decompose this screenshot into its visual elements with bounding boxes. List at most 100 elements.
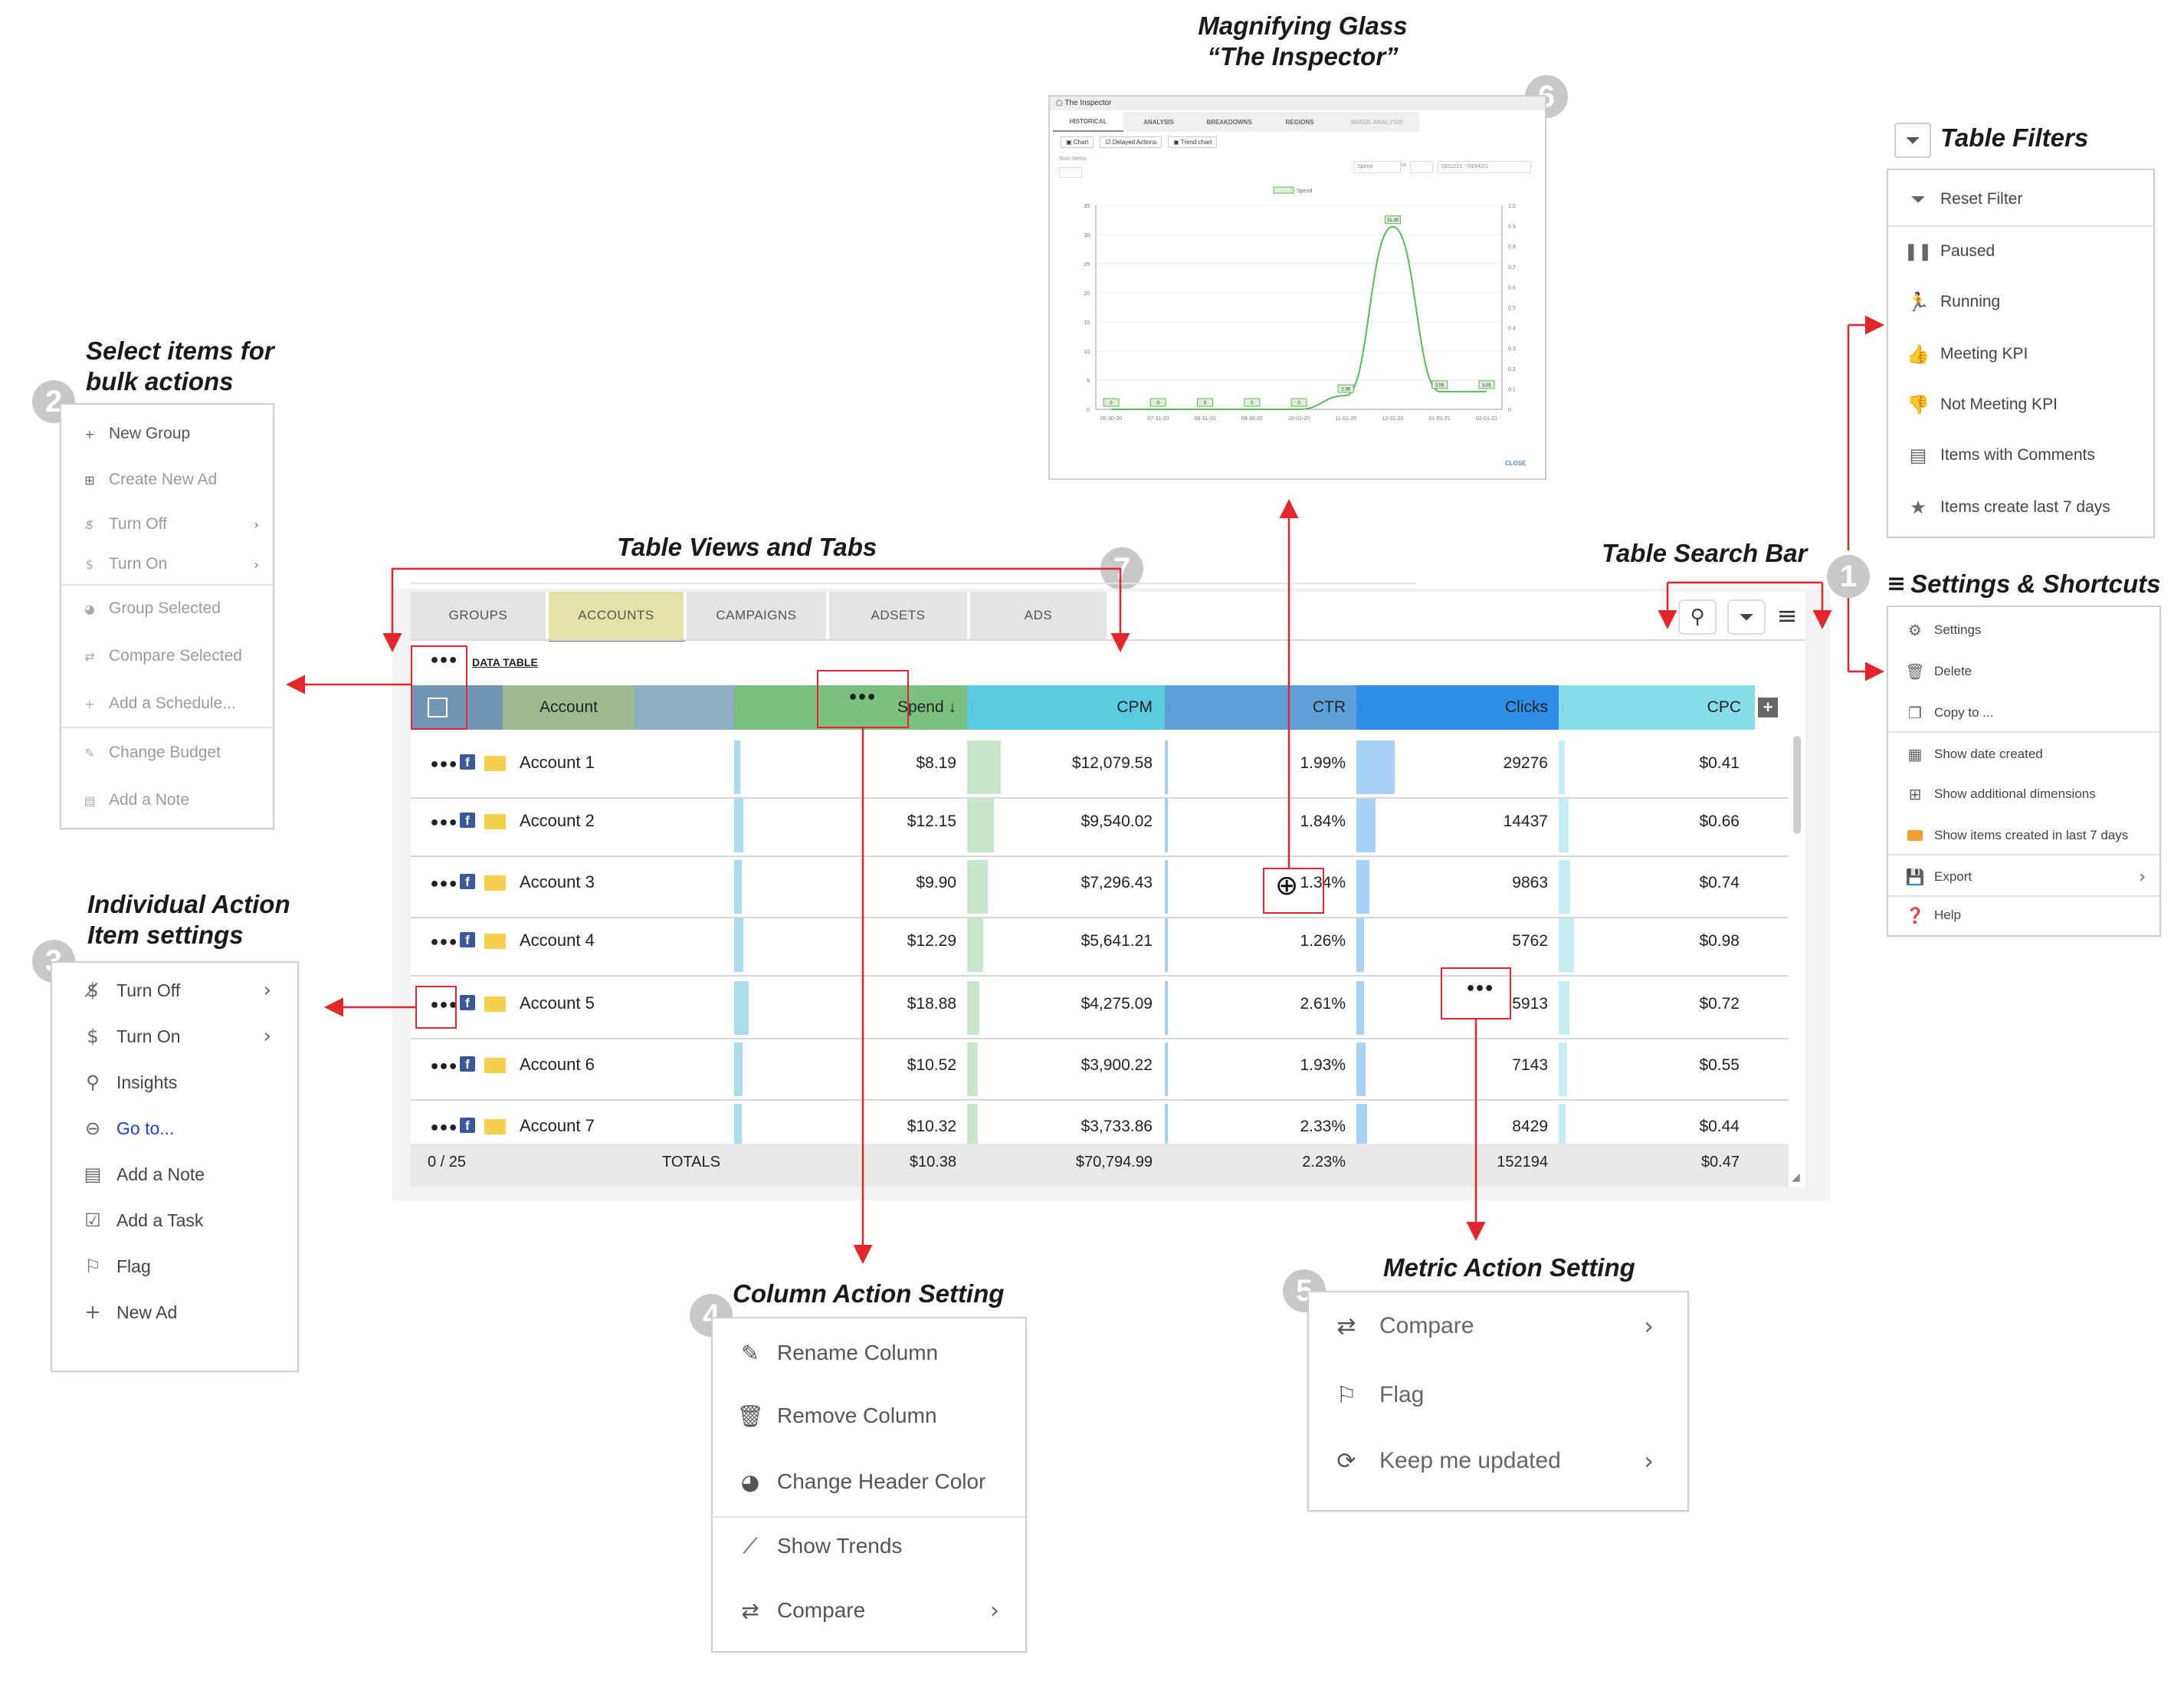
column-change-header-color[interactable]: ◕ Change Header Color: [713, 1464, 1025, 1499]
cell-spend[interactable]: $10.32: [907, 1118, 956, 1135]
cell-spend[interactable]: $8.19: [916, 754, 956, 772]
cell-cpc[interactable]: $0.74: [1699, 874, 1740, 891]
header-clicks[interactable]: Clicks: [1356, 685, 1559, 730]
inspector-tab-breakdowns[interactable]: BREAKDOWNS: [1194, 112, 1264, 132]
inspector-tab-analysis[interactable]: ANALYSIS: [1123, 112, 1194, 132]
inspector-tab-regions[interactable]: REGIONS: [1264, 112, 1335, 132]
account-name[interactable]: Account 5: [520, 993, 595, 1013]
cell-clicks[interactable]: 14437: [1503, 813, 1548, 830]
column-resize-handle[interactable]: ⁞: [1562, 702, 1565, 714]
inspector-tab-historical[interactable]: HISTORICAL: [1053, 112, 1123, 132]
tab-adsets[interactable]: ADSETS: [829, 592, 969, 639]
metric-flag[interactable]: ⚐ Flag: [1309, 1377, 1687, 1413]
cell-clicks[interactable]: 8429: [1512, 1118, 1548, 1135]
cell-ctr[interactable]: 1.93%: [1300, 1056, 1346, 1074]
column-resize-handle[interactable]: ⁞: [970, 702, 973, 714]
header-account[interactable]: Account: [503, 685, 635, 730]
column-show-trends[interactable]: ⟋ Show Trends: [713, 1528, 1025, 1564]
cell-spend[interactable]: $18.88: [907, 995, 956, 1013]
column-resize-handle[interactable]: ⁞: [1359, 702, 1363, 714]
row-action-dots[interactable]: •••: [429, 756, 458, 775]
tab-ads[interactable]: ADS: [970, 592, 1108, 639]
item-insights[interactable]: ⚲ Insights: [52, 1065, 297, 1099]
bulk-compare-selected[interactable]: ⇄ Compare Selected: [61, 641, 273, 671]
cell-cpm[interactable]: $3,900.22: [1081, 1056, 1153, 1074]
cell-cpc[interactable]: $0.98: [1699, 932, 1740, 950]
metric-action-dots[interactable]: •••: [1465, 980, 1494, 999]
filter-created-last-7[interactable]: ★ Items create last 7 days: [1888, 492, 2153, 523]
cell-clicks[interactable]: 9863: [1512, 874, 1548, 891]
inspector-subtab-chart[interactable]: ▣ Chart: [1061, 136, 1094, 148]
filter-not-meeting-kpi[interactable]: 👎 Not Meeting KPI: [1888, 389, 2153, 420]
cell-clicks[interactable]: 5762: [1512, 932, 1548, 950]
cell-ctr[interactable]: 1.84%: [1300, 813, 1346, 830]
item-turn-off[interactable]: $̸ Turn Off ›: [52, 973, 297, 1007]
settings-show-date-created[interactable]: ▦ Show date created: [1888, 740, 2159, 768]
filter-running[interactable]: 🏃 Running: [1888, 287, 2153, 317]
cell-cpm[interactable]: $3,733.86: [1081, 1118, 1153, 1135]
row-action-dots[interactable]: •••: [429, 1119, 458, 1138]
settings-menu-button[interactable]: ≡: [1772, 599, 1802, 632]
filter-with-comments[interactable]: ▤ Items with Comments: [1888, 440, 2153, 471]
cell-clicks[interactable]: 7143: [1512, 1056, 1548, 1074]
settings-copy-to[interactable]: ❐ Copy to ...: [1888, 699, 2159, 727]
column-compare[interactable]: ⇄ Compare ›: [713, 1593, 1025, 1628]
bulk-change-budget[interactable]: ✎ Change Budget: [61, 737, 273, 768]
column-action-dots[interactable]: •••: [848, 688, 877, 708]
filter-paused[interactable]: ❚❚ Paused: [1888, 236, 2153, 267]
account-name[interactable]: Account 4: [520, 931, 595, 950]
item-new-ad[interactable]: + New Ad: [52, 1295, 297, 1329]
bulk-new-group[interactable]: + New Group: [61, 419, 273, 449]
settings-show-additional-dimensions[interactable]: ⊞ Show additional dimensions: [1888, 780, 2159, 808]
column-resize-handle[interactable]: ⁞: [737, 702, 740, 714]
cell-spend[interactable]: $12.29: [907, 932, 956, 950]
header-cpc[interactable]: CPC: [1559, 685, 1755, 730]
settings-show-items-last-7[interactable]: Show items created in last 7 days: [1888, 822, 2159, 849]
inspector-subtab-delayed[interactable]: ☑ Delayed Actions: [1100, 136, 1163, 148]
row-action-dots[interactable]: •••: [429, 875, 458, 895]
cell-ctr[interactable]: 1.99%: [1300, 754, 1346, 772]
bulk-create-new-ad[interactable]: ⊞ Create New Ad: [61, 465, 273, 495]
cell-cpc[interactable]: $0.41: [1699, 754, 1740, 772]
item-add-task[interactable]: ☑ Add a Task: [52, 1203, 297, 1237]
metric-keep-updated[interactable]: ⟳ Keep me updated ›: [1309, 1443, 1687, 1479]
tab-campaigns[interactable]: CAMPAIGNS: [687, 592, 828, 639]
header-cpm[interactable]: CPM: [967, 685, 1165, 730]
inspector-compare-select-2[interactable]: [1410, 161, 1433, 173]
cell-cpc[interactable]: $0.66: [1699, 813, 1740, 830]
bulk-actions-dots[interactable]: •••: [429, 652, 458, 671]
select-all-checkbox[interactable]: [428, 698, 448, 717]
header-ctr[interactable]: CTR: [1165, 685, 1356, 730]
cell-cpm[interactable]: $4,275.09: [1081, 995, 1153, 1013]
bulk-group-selected[interactable]: ◕ Group Selected: [61, 593, 273, 624]
filter-reset[interactable]: ⏷ Reset Filter: [1888, 184, 2153, 215]
cell-ctr[interactable]: 1.26%: [1300, 932, 1346, 950]
bulk-add-note[interactable]: ▤ Add a Note: [61, 785, 273, 816]
tab-accounts[interactable]: ACCOUNTS: [549, 592, 685, 642]
settings-export[interactable]: 💾 Export ›: [1888, 863, 2159, 891]
account-name[interactable]: Account 1: [520, 753, 595, 772]
cell-cpm[interactable]: $7,296.43: [1081, 874, 1153, 891]
cell-cpc[interactable]: $0.55: [1699, 1056, 1740, 1074]
bulk-add-schedule[interactable]: + Add a Schedule...: [61, 688, 273, 719]
vertical-scrollbar[interactable]: [1793, 736, 1801, 834]
item-turn-on[interactable]: $ Turn On ›: [52, 1019, 297, 1053]
account-name[interactable]: Account 3: [520, 872, 595, 891]
account-name[interactable]: Account 7: [520, 1116, 595, 1135]
column-rename[interactable]: ✎ Rename Column: [713, 1335, 1025, 1371]
settings-delete[interactable]: 🗑 Delete: [1888, 658, 2159, 685]
search-button[interactable]: ⚲: [1678, 599, 1717, 635]
column-resize-handle[interactable]: ⁞: [1168, 702, 1171, 714]
cell-ctr[interactable]: 2.61%: [1300, 995, 1346, 1013]
resize-corner-icon[interactable]: ◢: [1792, 1171, 1800, 1184]
inspector-subtab-trend[interactable]: ▣ Trend chart: [1168, 136, 1218, 148]
settings-help[interactable]: ❓ Help: [1888, 901, 2159, 929]
filter-button[interactable]: ⏷: [1727, 599, 1766, 635]
row-action-dots[interactable]: •••: [429, 814, 458, 833]
inspector-close-button[interactable]: CLOSE: [1505, 460, 1527, 467]
magnifier-icon[interactable]: ⊕: [1275, 870, 1299, 901]
item-flag[interactable]: ⚐ Flag: [52, 1249, 297, 1283]
cell-spend[interactable]: $9.90: [916, 874, 956, 891]
item-go-to[interactable]: ⊖ Go to...: [52, 1111, 297, 1145]
item-add-note[interactable]: ▤ Add a Note: [52, 1157, 297, 1191]
